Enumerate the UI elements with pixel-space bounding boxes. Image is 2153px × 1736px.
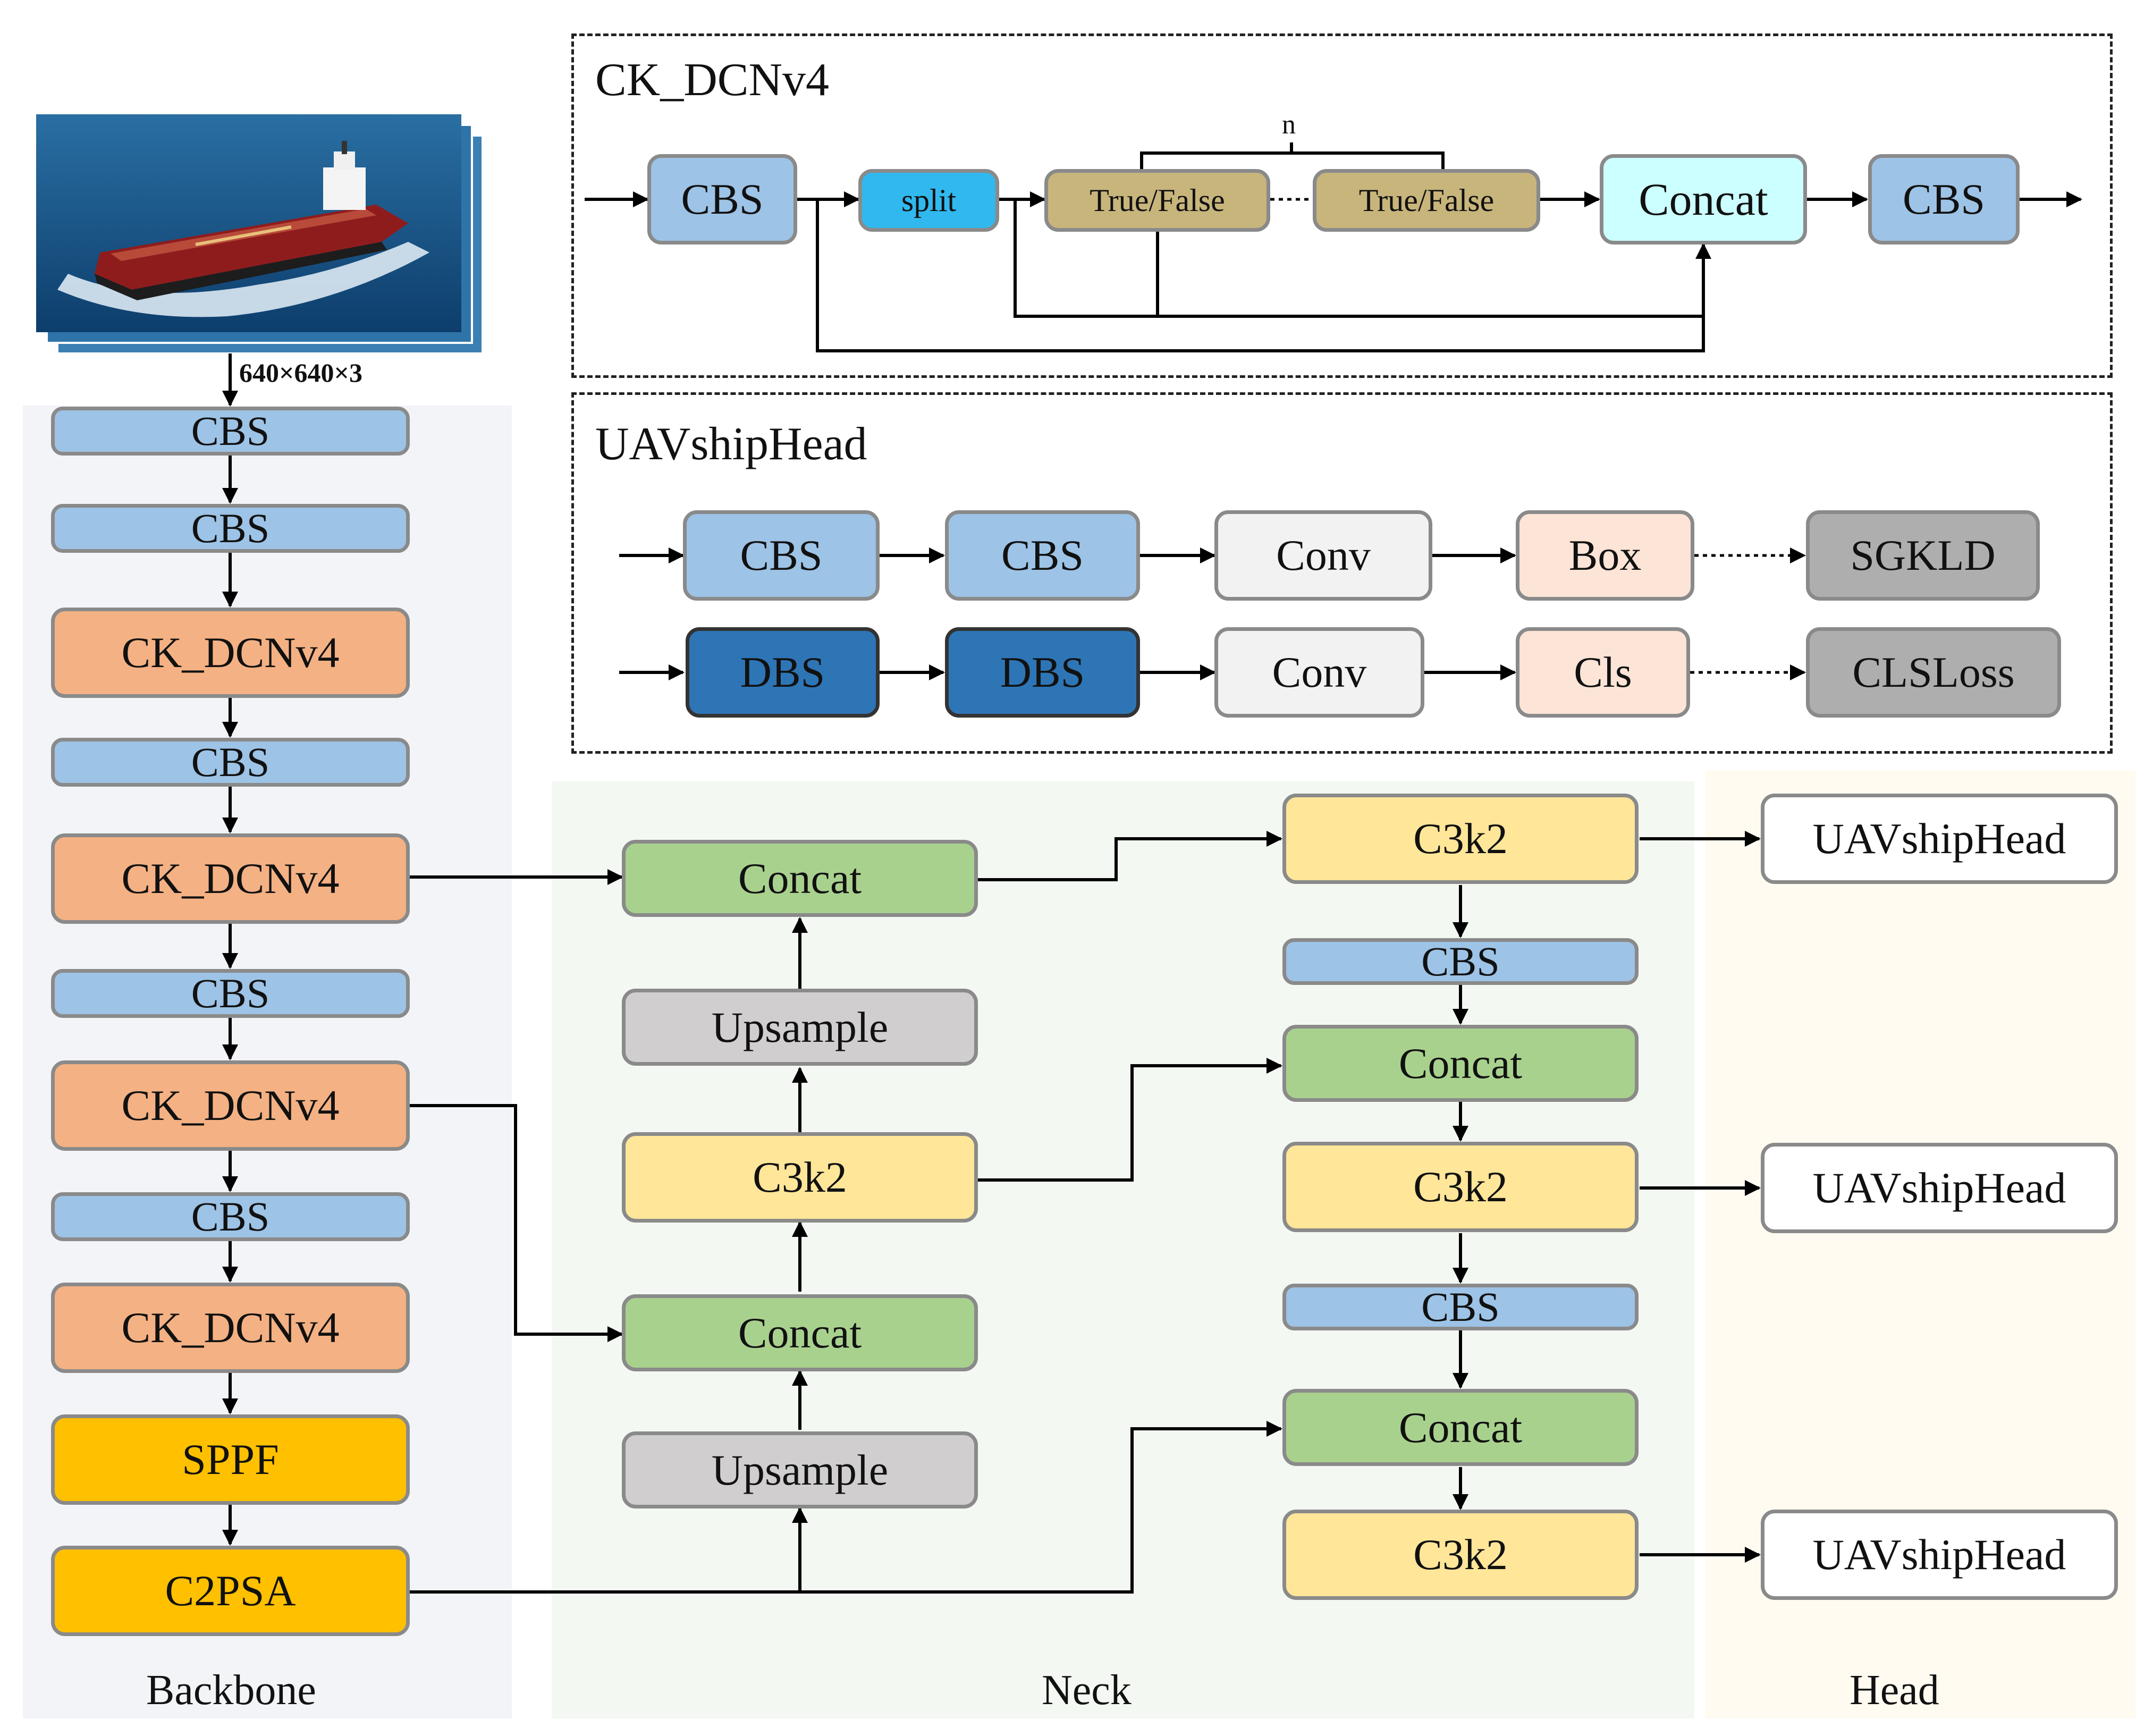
backbone-ck-dcnv4-3: CK_DCNv4	[51, 1060, 410, 1151]
backbone-cbs-1: CBS	[51, 407, 410, 456]
neck-concat-1: Concat	[622, 840, 978, 917]
neck-c3k2-2: C3k2	[1282, 794, 1639, 884]
head-uavshiphead-1: UAVshipHead	[1761, 794, 2118, 884]
neck-concat-4: Concat	[1282, 1389, 1639, 1466]
head-module-row1-conv: Conv	[1214, 510, 1432, 601]
ck-dcnv4-module-title: CK_DCNv4	[595, 54, 830, 106]
ship-image	[36, 114, 483, 353]
section-label-backbone: Backbone	[146, 1667, 316, 1714]
head-module-row2-cls: Cls	[1516, 627, 1690, 718]
backbone-cbs-4: CBS	[51, 969, 410, 1018]
neck-upsample-1: Upsample	[622, 989, 978, 1066]
backbone-ck-dcnv4-1: CK_DCNv4	[51, 608, 410, 698]
ck-module-split: split	[858, 169, 999, 232]
head-module-row2-dbs-2: DBS	[945, 627, 1140, 718]
neck-c3k2-4: C3k2	[1282, 1510, 1639, 1600]
backbone-ck-dcnv4-2: CK_DCNv4	[51, 833, 410, 924]
backbone-cbs-2: CBS	[51, 504, 410, 553]
ck-module-concat: Concat	[1600, 154, 1807, 245]
neck-upsample-2: Upsample	[622, 1431, 978, 1509]
input-size-label: 640×640×3	[239, 358, 362, 387]
ck-module-cbs-in: CBS	[647, 154, 797, 245]
uavshiphead-module-frame	[571, 392, 2113, 754]
ck-module-cbs-out: CBS	[1868, 154, 2020, 245]
head-module-row2-dbs-1: DBS	[686, 627, 880, 718]
backbone-cbs-3: CBS	[51, 738, 410, 787]
neck-concat-2: Concat	[622, 1294, 978, 1371]
section-label-head: Head	[1850, 1667, 1939, 1714]
head-module-row1-sgkld: SGKLD	[1806, 510, 2040, 601]
neck-c3k2-1: C3k2	[622, 1132, 978, 1223]
ck-module-true-false-2: True/False	[1313, 169, 1540, 232]
head-module-row1-cbs-2: CBS	[945, 510, 1140, 601]
head-uavshiphead-2: UAVshipHead	[1761, 1143, 2118, 1233]
backbone-c2psa: C2PSA	[51, 1546, 410, 1636]
neck-cbs-a: CBS	[1282, 938, 1639, 985]
head-module-row1-box: Box	[1516, 510, 1694, 601]
head-module-row1-cbs-1: CBS	[683, 510, 880, 601]
ck-module-true-false-1: True/False	[1044, 169, 1270, 232]
head-module-row2-conv: Conv	[1214, 627, 1424, 718]
neck-cbs-b: CBS	[1282, 1284, 1639, 1330]
backbone-cbs-5: CBS	[51, 1192, 410, 1241]
uavshiphead-module-title: UAVshipHead	[595, 418, 867, 470]
head-uavshiphead-3: UAVshipHead	[1761, 1510, 2118, 1600]
neck-concat-3: Concat	[1282, 1025, 1639, 1102]
head-module-row2-clsloss: CLSLoss	[1806, 627, 2061, 718]
neck-c3k2-3: C3k2	[1282, 1142, 1639, 1232]
section-label-neck: Neck	[1042, 1667, 1132, 1714]
ck-dcnv4-module-frame	[571, 33, 2113, 378]
backbone-sppf: SPPF	[51, 1414, 410, 1505]
backbone-ck-dcnv4-4: CK_DCNv4	[51, 1283, 410, 1373]
ck-module-n-label: n	[1282, 109, 1296, 140]
